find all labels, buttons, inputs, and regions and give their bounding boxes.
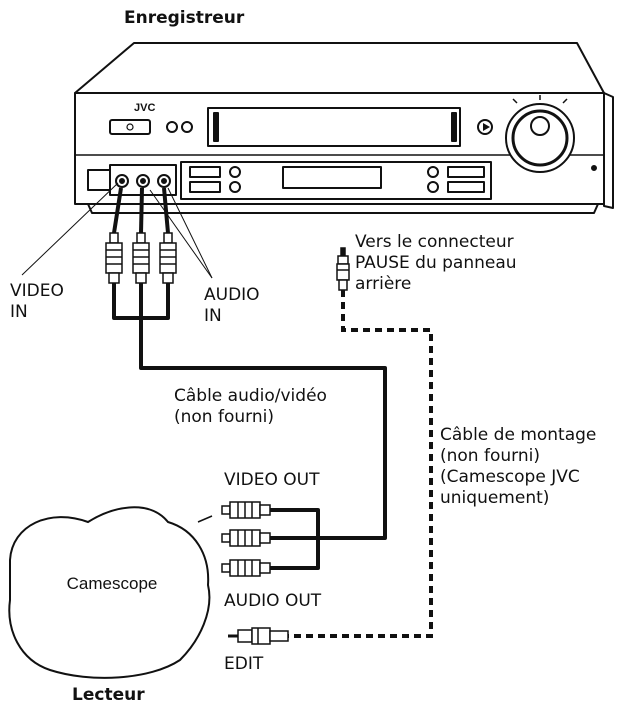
vcr-recorder bbox=[74, 42, 614, 214]
video-out-label: VIDEO OUT bbox=[224, 470, 320, 490]
rca-plugs-vcr bbox=[105, 232, 177, 284]
edit-cable-line-2: (non fourni) bbox=[440, 446, 540, 466]
vcr-top bbox=[74, 42, 605, 94]
jog-dial-knob bbox=[530, 116, 550, 136]
button-1 bbox=[166, 121, 178, 133]
pause-connector-label: Vers le connecteur PAUSE du panneau arri… bbox=[355, 232, 517, 295]
av-cable-label: Câble audio/vidéo (non fourni) bbox=[174, 386, 327, 428]
rca-plug-video bbox=[105, 232, 123, 284]
pause-plug bbox=[336, 247, 350, 291]
rca-out-audio-r bbox=[221, 559, 305, 577]
audio-in-line-2: IN bbox=[204, 306, 222, 326]
video-in-label: VIDEO IN bbox=[10, 281, 64, 323]
camcorder-label: Camescope bbox=[67, 574, 158, 593]
av-cable-line-2: (non fourni) bbox=[174, 407, 274, 427]
vcr-side bbox=[603, 92, 614, 209]
button-up bbox=[189, 166, 221, 178]
edit-jack-label: EDIT bbox=[224, 654, 264, 674]
edit-cable-line-3: (Camescope JVC bbox=[440, 467, 580, 487]
display-window bbox=[282, 166, 382, 189]
button-2 bbox=[181, 121, 193, 133]
edit-cable-line-4: uniquement) bbox=[440, 488, 550, 508]
av-cable bbox=[112, 187, 387, 570]
rca-plugs-camcorder bbox=[221, 501, 305, 577]
video-in-line-1: VIDEO bbox=[10, 281, 64, 301]
audio-out-label: AUDIO OUT bbox=[224, 591, 322, 611]
rca-plug-audio-r bbox=[159, 232, 177, 284]
brand-logo: JVC bbox=[134, 102, 155, 114]
pause-line-1: Vers le connecteur bbox=[355, 232, 514, 252]
rca-out-video bbox=[221, 501, 305, 519]
button-down bbox=[189, 181, 221, 193]
recorder-title: Enregistreur bbox=[124, 8, 245, 28]
panel-door bbox=[87, 169, 111, 191]
rca-plug-audio-l bbox=[132, 232, 150, 284]
cassette-slot bbox=[207, 107, 461, 147]
edit-cable-line-1: Câble de montage bbox=[440, 425, 597, 445]
edit-plug bbox=[228, 627, 289, 645]
pointer-lines bbox=[21, 182, 213, 279]
camcorder-outline bbox=[8, 506, 211, 679]
player-title: Lecteur bbox=[72, 685, 145, 705]
pause-line-2: PAUSE du panneau bbox=[355, 253, 517, 273]
power-button bbox=[109, 119, 151, 135]
edit-cable-label: Câble de montage (non fourni) (Camescope… bbox=[440, 425, 596, 509]
edit-cable bbox=[228, 247, 433, 645]
pause-line-3: arrière bbox=[355, 274, 412, 294]
video-in-line-2: IN bbox=[10, 302, 28, 322]
audio-in-label: AUDIO IN bbox=[204, 285, 260, 327]
audio-in-line-1: AUDIO bbox=[204, 285, 260, 305]
vcr-base bbox=[87, 203, 599, 214]
av-cable-line-1: Câble audio/vidéo bbox=[174, 386, 327, 406]
rca-out-audio-l bbox=[221, 529, 305, 547]
